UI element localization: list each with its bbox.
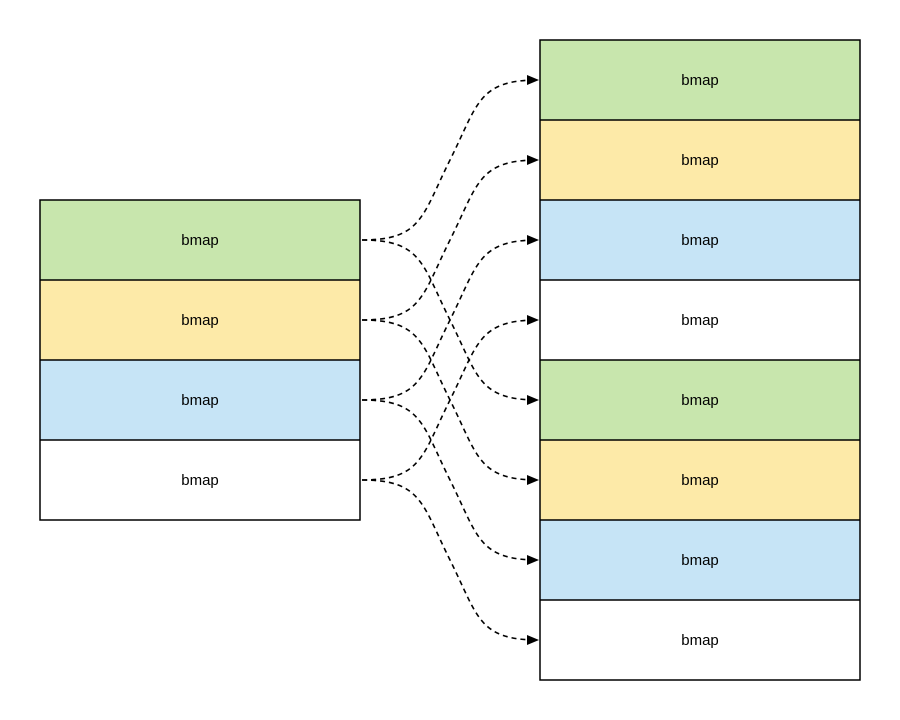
right-cell-6: bmap	[540, 440, 860, 520]
right-cell-label: bmap	[681, 312, 719, 329]
right-cell-label: bmap	[681, 152, 719, 169]
left-cell-label: bmap	[181, 472, 219, 489]
mapping-arrows	[361, 75, 539, 645]
right-cell-7: bmap	[540, 520, 860, 600]
right-cell-box	[540, 520, 860, 600]
right-cell-label: bmap	[681, 392, 719, 409]
right-cell-box	[540, 120, 860, 200]
right-stack-border	[539, 39, 861, 681]
right-cell-label: bmap	[681, 232, 719, 249]
arrow-left-1-to-right-1	[361, 75, 539, 241]
right-cell-4: bmap	[540, 280, 860, 360]
right-cell-label: bmap	[681, 632, 719, 649]
right-cell-box	[540, 200, 860, 280]
right-cell-2: bmap	[540, 120, 860, 200]
left-cell-2: bmap	[40, 280, 360, 360]
right-cell-box	[540, 360, 860, 440]
right-cell-label: bmap	[681, 72, 719, 89]
left-bmap-stack: bmap bmap bmap bmap	[39, 199, 361, 521]
left-cell-box	[40, 200, 360, 280]
left-cell-label: bmap	[181, 312, 219, 329]
right-cell-label: bmap	[681, 552, 719, 569]
right-cell-label: bmap	[681, 472, 719, 489]
right-bmap-stack: bmap bmap bmap bmap bmap bmap bmap bmap	[539, 39, 861, 681]
arrow-left-2-to-right-2	[361, 155, 539, 321]
left-cell-1: bmap	[40, 200, 360, 280]
left-cell-box	[40, 280, 360, 360]
left-cell-box	[40, 360, 360, 440]
left-cell-box	[40, 440, 360, 520]
left-stack-border	[39, 199, 361, 521]
right-cell-box	[540, 440, 860, 520]
arrow-left-3-to-right-3	[361, 235, 539, 401]
right-cell-5: bmap	[540, 360, 860, 440]
right-cell-1: bmap	[540, 40, 860, 120]
arrow-left-3-to-right-7	[361, 399, 539, 565]
right-cell-8: bmap	[540, 600, 860, 680]
left-cell-4: bmap	[40, 440, 360, 520]
arrow-left-4-to-right-8	[361, 479, 539, 645]
right-cell-box	[540, 280, 860, 360]
right-cell-3: bmap	[540, 200, 860, 280]
arrow-left-4-to-right-4	[361, 315, 539, 481]
left-cell-label: bmap	[181, 232, 219, 249]
right-cell-box	[540, 600, 860, 680]
right-cell-box	[540, 40, 860, 120]
left-cell-3: bmap	[40, 360, 360, 440]
left-cell-label: bmap	[181, 392, 219, 409]
